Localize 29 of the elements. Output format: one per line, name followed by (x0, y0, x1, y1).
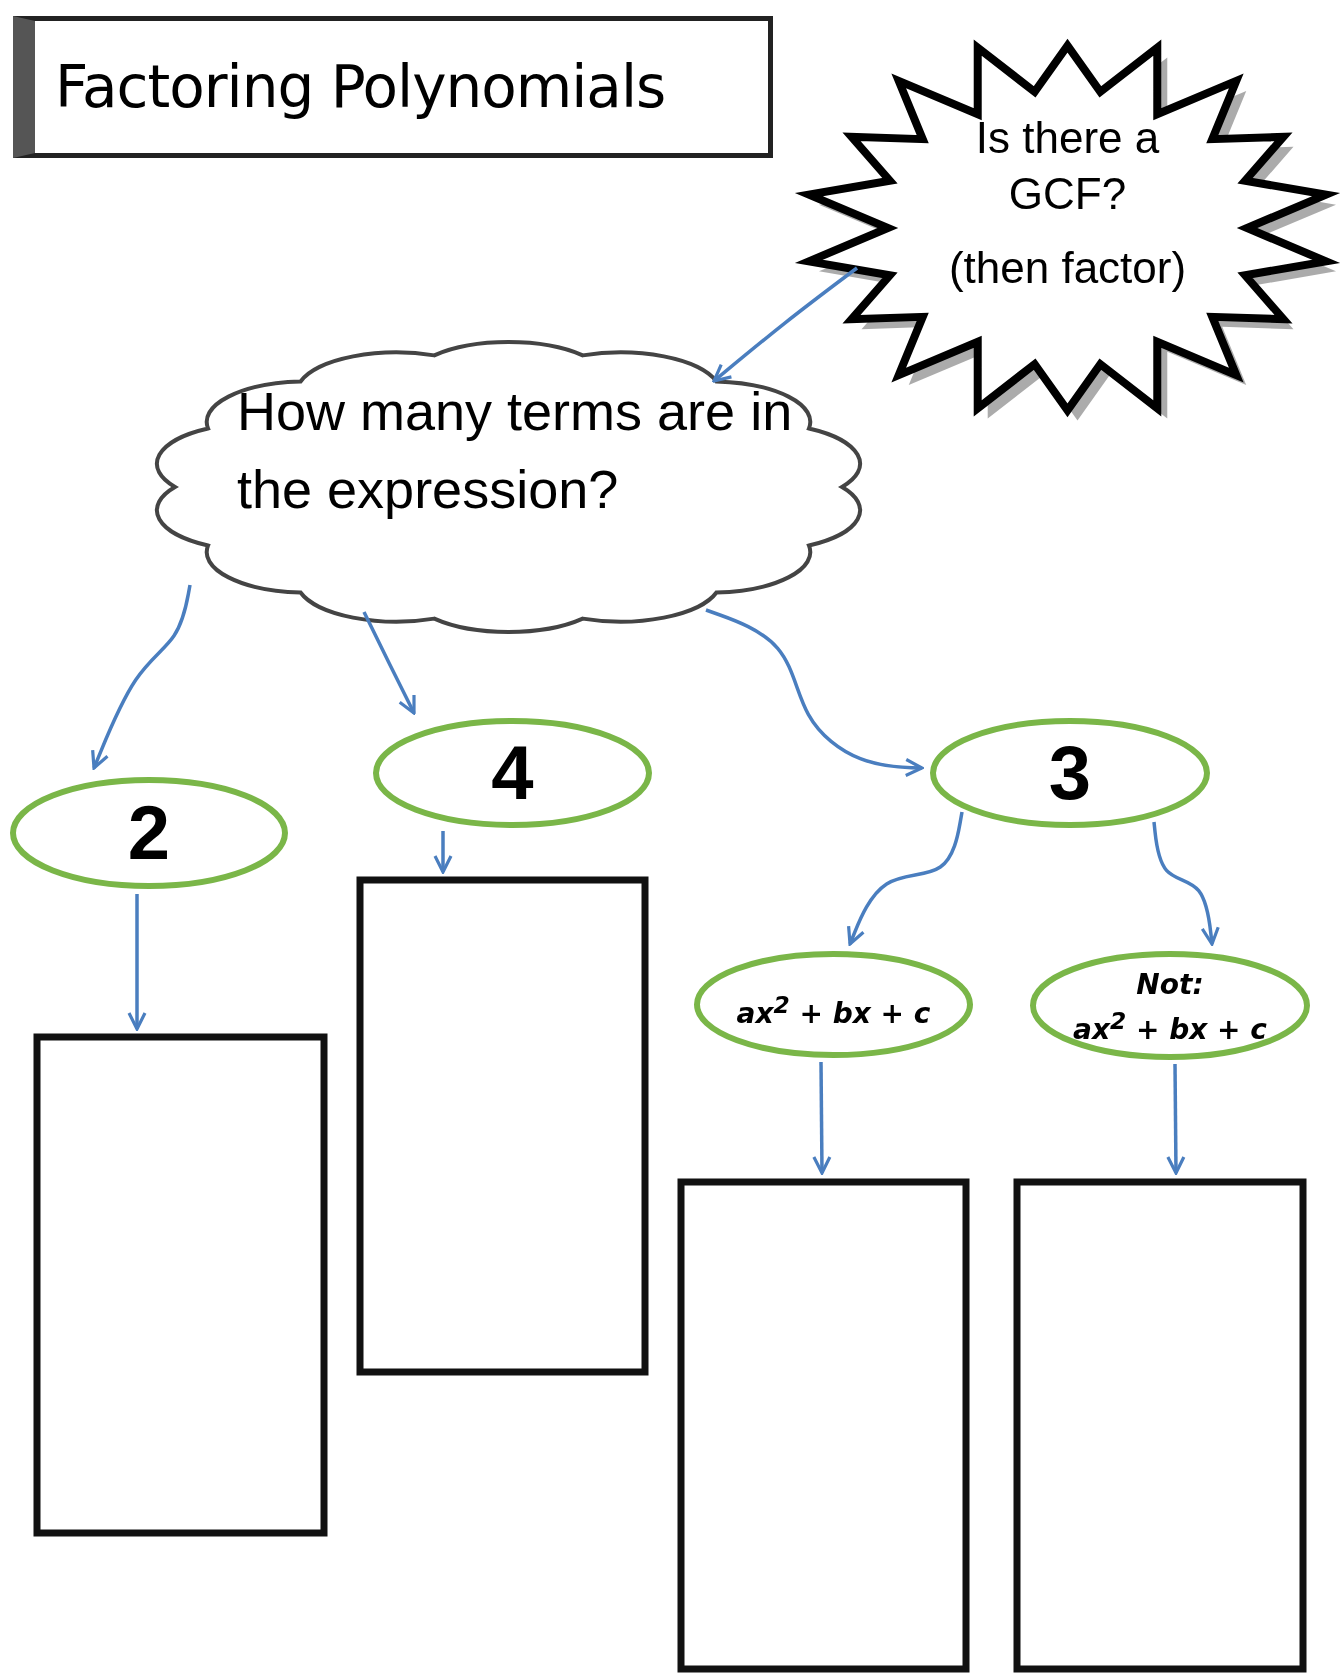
empty-answer-box (1014, 1179, 1306, 1672)
term-count: 4 (490, 729, 535, 817)
empty-answer-box (34, 1034, 327, 1536)
expression-text: ax$^{2}$ + bx + c (1072, 1006, 1268, 1048)
term-count: 2 (126, 789, 172, 877)
title-banner: Factoring Polynomials (13, 16, 773, 158)
expression-text: ax$^{2}$ + bx + c (735, 989, 932, 1031)
arrow (362, 611, 416, 715)
term-count: 3 (1047, 729, 1093, 817)
oval-node (929, 717, 1211, 829)
arrow (847, 811, 964, 946)
oval-node (693, 950, 974, 1059)
arrow (1166, 1064, 1186, 1175)
question-text: Is there a GCF? (974, 112, 1161, 220)
arrow (127, 894, 147, 1031)
arrow (712, 266, 859, 383)
arrow (91, 584, 192, 770)
empty-answer-box (357, 877, 648, 1375)
oval-node (9, 776, 289, 890)
condition-label: Not: (1135, 968, 1205, 1002)
oval-node (1029, 950, 1311, 1061)
question-text: How many terms are in the expression? (237, 380, 794, 521)
note-text: (then factor) (947, 242, 1188, 294)
arrow (705, 608, 924, 778)
arrow (433, 831, 453, 874)
arrow (812, 1062, 832, 1175)
empty-answer-box (678, 1179, 969, 1672)
oval-node (372, 717, 653, 829)
arrow (1152, 821, 1220, 946)
